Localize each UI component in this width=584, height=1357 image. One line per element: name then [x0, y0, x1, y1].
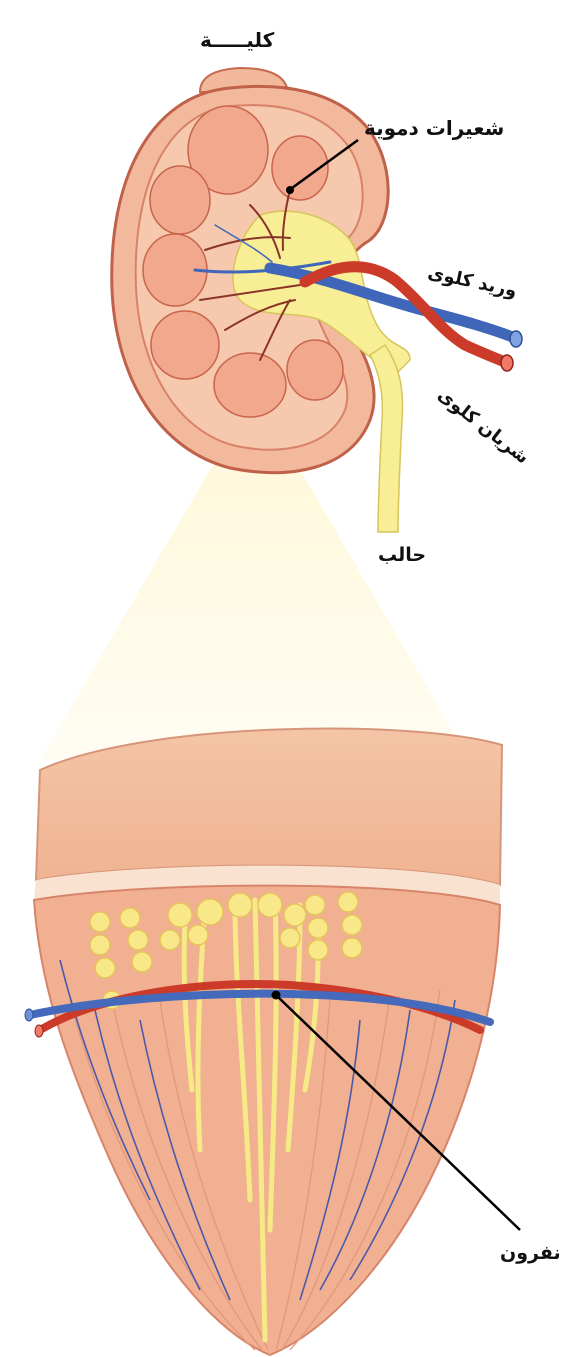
enlarged-section	[25, 729, 502, 1355]
label-kidney: كليـــــة	[200, 28, 274, 52]
label-capillaries: شعيرات دموية	[364, 116, 504, 140]
renal-pyramid	[214, 353, 286, 417]
ureter	[370, 345, 403, 532]
label-nephron: نفرون	[500, 1242, 561, 1264]
label-ureter: حالب	[378, 544, 426, 566]
renal-pyramid	[150, 166, 210, 234]
renal-artery-end	[501, 355, 513, 371]
section-capsule	[36, 729, 502, 885]
renal-pyramid	[151, 311, 219, 379]
renal-pyramid	[287, 340, 343, 400]
renal-vein-end	[510, 331, 522, 347]
section-medulla	[34, 886, 500, 1355]
